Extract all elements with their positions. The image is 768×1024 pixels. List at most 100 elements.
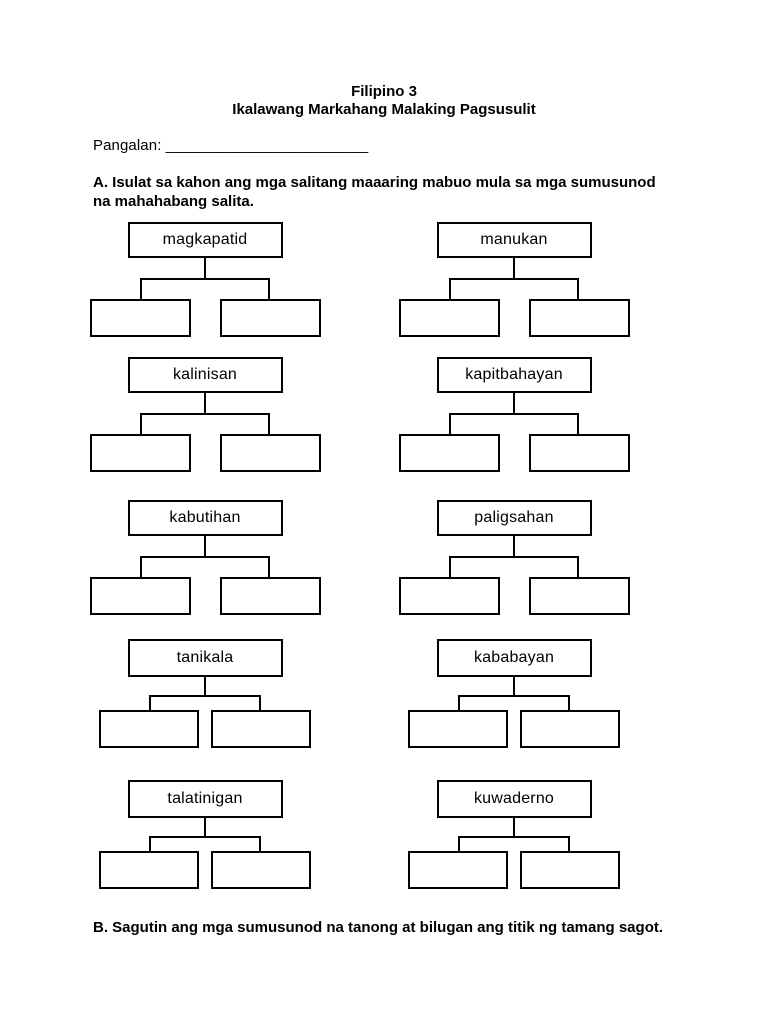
word-tree: kababayan — [398, 639, 630, 748]
source-word: kababayan — [473, 649, 555, 666]
source-word: talatinigan — [167, 790, 243, 807]
connector-bar — [140, 413, 270, 434]
connector-stub-left — [449, 558, 451, 577]
answer-box-left — [89, 299, 191, 337]
answer-box-right — [520, 710, 620, 748]
connector-stub-right — [577, 558, 579, 577]
answer-box-left — [99, 710, 199, 748]
connector-stub-right — [577, 280, 579, 299]
answer-row — [408, 710, 620, 748]
connector-stem — [513, 818, 515, 836]
source-word-box: tanikala — [127, 639, 283, 677]
word-tree-grid: magkapatid manukan kalinisan — [89, 222, 633, 889]
word-tree: kuwaderno — [398, 780, 630, 889]
source-word: manukan — [480, 231, 548, 248]
answer-row — [398, 577, 630, 615]
connector-stub-right — [259, 838, 261, 851]
tree-column-left: kabutihan — [89, 500, 321, 615]
word-tree: manukan — [398, 222, 630, 337]
word-tree: magkapatid — [89, 222, 321, 337]
connector-stub-left — [449, 415, 451, 434]
connector-stem — [204, 393, 206, 413]
answer-box-right — [520, 851, 620, 889]
answer-box-right — [219, 577, 321, 615]
connector-stub-left — [140, 280, 142, 299]
source-word-box: magkapatid — [127, 222, 283, 258]
source-word: kalinisan — [172, 366, 238, 383]
page-subtitle: Ikalawang Markahang Malaking Pagsusulit — [232, 101, 536, 118]
connector-stub-right — [577, 415, 579, 434]
name-label: Pangalan: — [93, 137, 162, 154]
section-a-instruction: A. Isulat sa kahon ang mga salitang maaa… — [93, 174, 656, 210]
source-word: kapitbahayan — [465, 366, 563, 383]
answer-row — [89, 577, 321, 615]
connector-bar — [449, 556, 579, 577]
tree-row: talatinigan kuwaderno — [89, 780, 633, 889]
source-word: kabutihan — [169, 509, 241, 526]
connector-stub-right — [268, 415, 270, 434]
tree-column-right: kababayan — [398, 639, 633, 748]
connector-stub-left — [149, 697, 151, 710]
connector-stub-right — [268, 280, 270, 299]
section-b-instruction: B. Sagutin ang mga sumusunod na tanong a… — [93, 919, 664, 936]
answer-row — [99, 710, 311, 748]
connector-bar — [449, 278, 579, 299]
connector-stem — [204, 677, 206, 695]
page-title: Filipino 3 — [351, 83, 417, 100]
connector-stub-left — [449, 280, 451, 299]
answer-box-left — [99, 851, 199, 889]
answer-row — [408, 851, 620, 889]
connector-bar — [149, 695, 261, 710]
answer-row — [89, 299, 321, 337]
connector-stem — [513, 393, 515, 413]
connector-bar — [140, 556, 270, 577]
source-word-box: kuwaderno — [436, 780, 592, 818]
connector-bar — [458, 695, 570, 710]
connector-stub-left — [140, 415, 142, 434]
connector-bar — [458, 836, 570, 851]
source-word-box: talatinigan — [127, 780, 283, 818]
tree-row: tanikala kababayan — [89, 639, 633, 748]
source-word-box: kapitbahayan — [436, 357, 592, 393]
answer-box-right — [219, 434, 321, 472]
connector-stem — [204, 536, 206, 556]
tree-column-left: kalinisan — [89, 357, 321, 472]
answer-box-left — [398, 577, 500, 615]
answer-row — [99, 851, 311, 889]
answer-box-right — [528, 299, 630, 337]
connector-bar — [449, 413, 579, 434]
tree-row: magkapatid manukan — [89, 222, 633, 337]
connector-bar — [140, 278, 270, 299]
connector-stub-left — [140, 558, 142, 577]
answer-box-left — [89, 434, 191, 472]
answer-box-left — [408, 851, 508, 889]
connector-stem — [513, 677, 515, 695]
connector-stub-right — [268, 558, 270, 577]
source-word: tanikala — [176, 649, 234, 666]
source-word: paligsahan — [474, 509, 554, 526]
connector-stub-right — [568, 697, 570, 710]
tree-row: kalinisan kapitbahayan — [89, 357, 633, 472]
answer-box-left — [408, 710, 508, 748]
answer-box-left — [398, 299, 500, 337]
source-word-box: kalinisan — [127, 357, 283, 393]
tree-column-left: talatinigan — [89, 780, 321, 889]
answer-box-right — [211, 710, 311, 748]
connector-stem — [513, 258, 515, 278]
tree-column-right: manukan — [398, 222, 633, 337]
name-line: Pangalan: ________________________ — [93, 137, 368, 154]
connector-stub-left — [149, 838, 151, 851]
word-tree: paligsahan — [398, 500, 630, 615]
tree-column-right: kapitbahayan — [398, 357, 633, 472]
answer-row — [398, 434, 630, 472]
source-word: kuwaderno — [473, 790, 555, 807]
connector-stem — [513, 536, 515, 556]
word-tree: talatinigan — [89, 780, 321, 889]
source-word-box: kabutihan — [127, 500, 283, 536]
answer-box-left — [398, 434, 500, 472]
answer-box-right — [219, 299, 321, 337]
connector-stub-right — [259, 697, 261, 710]
source-word: magkapatid — [162, 231, 248, 248]
source-word-box: paligsahan — [436, 500, 592, 536]
word-tree: kabutihan — [89, 500, 321, 615]
